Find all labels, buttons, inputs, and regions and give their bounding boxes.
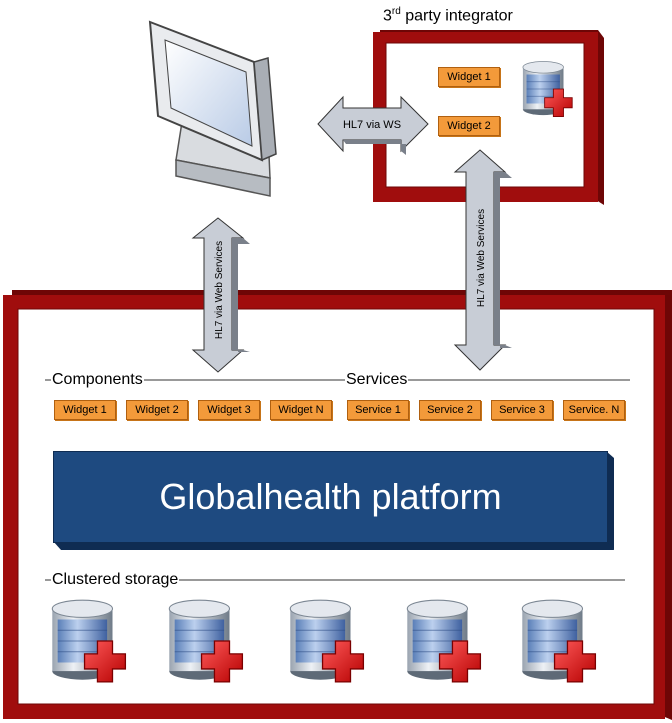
services-label: Services [345,371,409,389]
platform-bar: Globalhealth platform [53,451,608,543]
storage-label: Clustered storage [51,571,180,589]
service-n[interactable]: Service. N [563,400,625,420]
left-vertical-arrow: HL7 via Web Services [191,217,250,373]
right-arrow-label: HL7 via Web Services [476,209,487,307]
left-arrow-label: HL7 via Web Services [214,241,225,339]
integrator-title: 3rd party integrator [383,6,513,25]
ws-arrow-label: HL7 via WS [343,119,401,131]
service-3[interactable]: Service 3 [491,400,553,420]
integrator-title-sup: rd [391,6,401,17]
component-widget-2[interactable]: Widget 2 [126,400,188,420]
integrator-title-prefix: 3 [383,7,392,25]
service-1[interactable]: Service 1 [347,400,409,420]
monitor-icon [148,20,277,197]
components-label: Components [51,371,144,389]
right-vertical-arrow: HL7 via Web Services [453,149,512,371]
integrator-widget-1[interactable]: Widget 1 [438,67,500,87]
component-widget-n[interactable]: Widget N [270,400,332,420]
component-widget-3[interactable]: Widget 3 [198,400,260,420]
service-2[interactable]: Service 2 [419,400,481,420]
integrator-widget-2[interactable]: Widget 2 [438,116,500,136]
platform-bar-shadow [53,451,614,550]
integrator-title-suffix: party integrator [400,7,513,25]
component-widget-1[interactable]: Widget 1 [54,400,116,420]
ws-arrow: HL7 via WS [317,95,429,155]
